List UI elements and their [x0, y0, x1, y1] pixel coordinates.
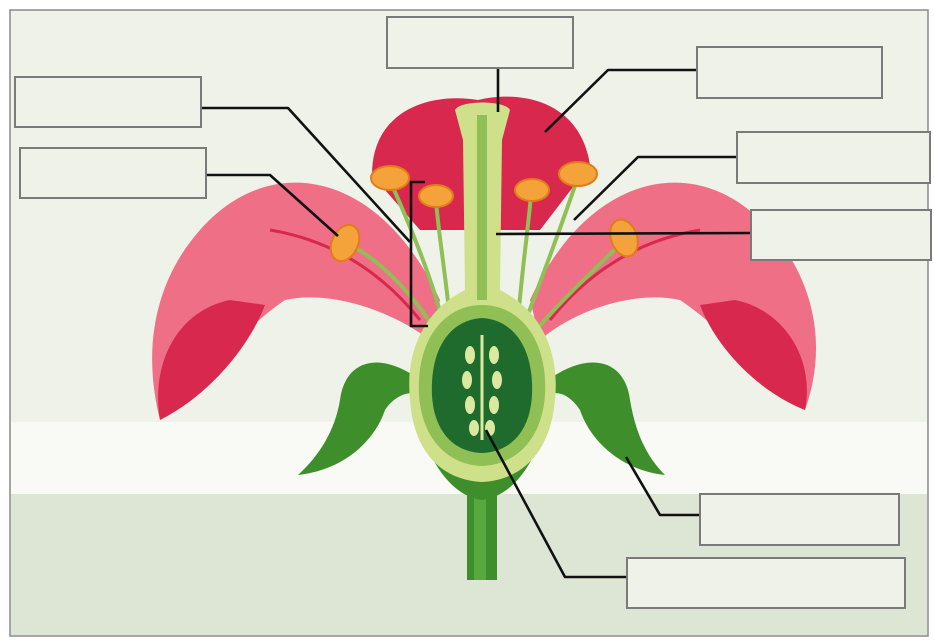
ovule: [489, 346, 499, 364]
label-box-ovule[interactable]: [627, 558, 905, 608]
label-box-stamen[interactable]: [15, 77, 201, 127]
label-box-style[interactable]: [751, 210, 931, 260]
ovule: [489, 396, 499, 414]
style-canal: [477, 115, 487, 300]
anther: [515, 179, 549, 201]
ovule: [492, 371, 502, 389]
label-box-filament[interactable]: [737, 132, 930, 183]
ovule: [465, 346, 475, 364]
anther: [559, 162, 597, 186]
label-box-stigma[interactable]: [387, 17, 573, 68]
ovule: [469, 420, 479, 436]
label-box-anther[interactable]: [20, 148, 206, 198]
anther: [371, 166, 409, 190]
label-box-sepal[interactable]: [700, 494, 899, 545]
leader-style: [496, 233, 751, 234]
ovule: [465, 396, 475, 414]
label-box-petal[interactable]: [697, 47, 882, 98]
anther: [419, 185, 453, 207]
ovule: [462, 371, 472, 389]
